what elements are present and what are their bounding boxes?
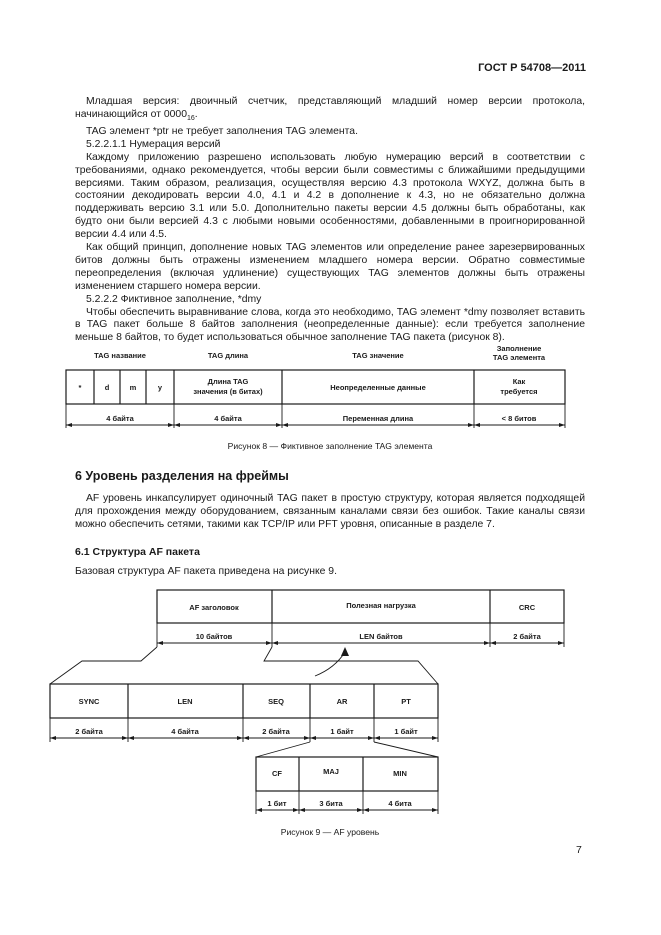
fig8-size-4: < 8 битов [502,414,537,423]
fig9-cf: CF [272,769,282,778]
fig9-pt: PT [401,697,411,706]
figure-9-diagram: AF заголовок Полезная нагрузка CRC 10 ба… [49,589,565,814]
fig9-mid-row-frame [49,683,439,719]
fig8-length-cell-2: значения (в битах) [193,387,263,396]
fig9-expand-ar-right [373,741,439,758]
fig9-min-size: 4 бита [388,799,412,808]
fig9-seq-size: 2 байта [262,727,290,736]
section-6-1-text: Базовая структура AF пакета приведена на… [75,566,337,577]
fig8-padding-cell-1: Как [513,377,526,386]
fig8-size-1: 4 байта [106,414,134,423]
fig9-cf-size: 1 бит [267,799,286,808]
fig8-size-2: 4 байта [214,414,242,423]
paragraph-principle: Как общий принцип, дополнение новых TAG … [75,242,585,292]
paragraph-ptr: TAG элемент *ptr не требует заполнения T… [86,125,358,137]
fig8-padding-cell-2: требуется [500,387,537,396]
fig9-af-header: AF заголовок [189,603,239,612]
subclause-dummy-padding: 5.2.2.2 Фиктивное заполнение, *dmy [86,293,262,305]
fig8-header-tag-value: TAG значение [352,351,403,360]
fig8-char-4: y [158,383,163,392]
figure-8-caption: Рисунок 8 — Фиктивное заполнение TAG эле… [227,441,433,451]
fig9-pt-size: 1 байт [394,727,418,736]
fig9-min: MIN [393,769,407,778]
fig9-sync: SYNC [79,697,100,706]
subclause-version-numbering: 5.2.2.1.1 Нумерация версий [86,138,221,150]
fig8-char-2: d [105,383,110,392]
page-number: 7 [576,844,582,856]
section-6-intro: AF уровень инкапсулирует одиночный TAG п… [75,493,585,530]
fig8-char-1: * [79,383,82,392]
fig8-header-padding-1: Заполнение [497,344,542,353]
fig9-crc: CRC [519,603,536,612]
fig8-char-3: m [130,383,137,392]
fig9-ar-size: 1 байт [330,727,354,736]
fig9-ar: AR [337,697,348,706]
fig9-sync-size: 2 байта [75,727,103,736]
paragraph-minor-version: Младшая версия: двоичный счетчик, предст… [75,96,585,122]
fig8-header-padding-2: TAG элемента [493,353,546,362]
fig9-maj-size: 3 бита [319,799,343,808]
fig9-expand-right [263,646,439,685]
fig9-maj: MAJ [323,767,339,776]
fig9-payload: Полезная нагрузка [346,601,416,610]
fig9-af-header-size: 10 байтов [196,632,233,641]
fig9-crc-size: 2 байта [513,632,541,641]
fig8-length-cell-1: Длина TAG [208,377,249,386]
figure-8-diagram: TAG название TAG длина TAG значение Запо… [65,344,566,428]
fig8-size-3: Переменная длина [343,414,414,423]
fig9-bot-row-frame [255,756,439,792]
paragraph-versions: Каждому приложению разрешено использоват… [75,151,585,241]
fig8-row-frame [65,369,566,405]
fig9-seq: SEQ [268,697,284,706]
fig9-payload-size: LEN байтов [359,632,403,641]
paragraph-word-alignment: Чтобы обеспечить выравнивание слова, ког… [75,306,585,344]
fig9-expand-ar-left [255,741,311,758]
section-6-1-title: 6.1 Структура AF пакета [75,546,200,558]
fig8-header-tag-name: TAG название [94,351,146,360]
fig9-len: LEN [178,697,193,706]
fig9-len-arrow [314,651,346,677]
fig9-len-size: 4 байта [171,727,199,736]
fig9-expand-left [49,646,158,685]
fig9-top-row-frame [156,589,565,624]
fig8-value-cell: Неопределенные данные [330,383,426,392]
fig8-header-tag-length: TAG длина [208,351,249,360]
section-6-title: 6 Уровень разделения на фреймы [75,469,289,483]
top-text-block: Младшая версия: двоичный счетчик, предст… [75,96,585,345]
figure-9-caption: Рисунок 9 — AF уровень [280,827,380,837]
document-header-standard: ГОСТ Р 54708—2011 [478,62,586,74]
